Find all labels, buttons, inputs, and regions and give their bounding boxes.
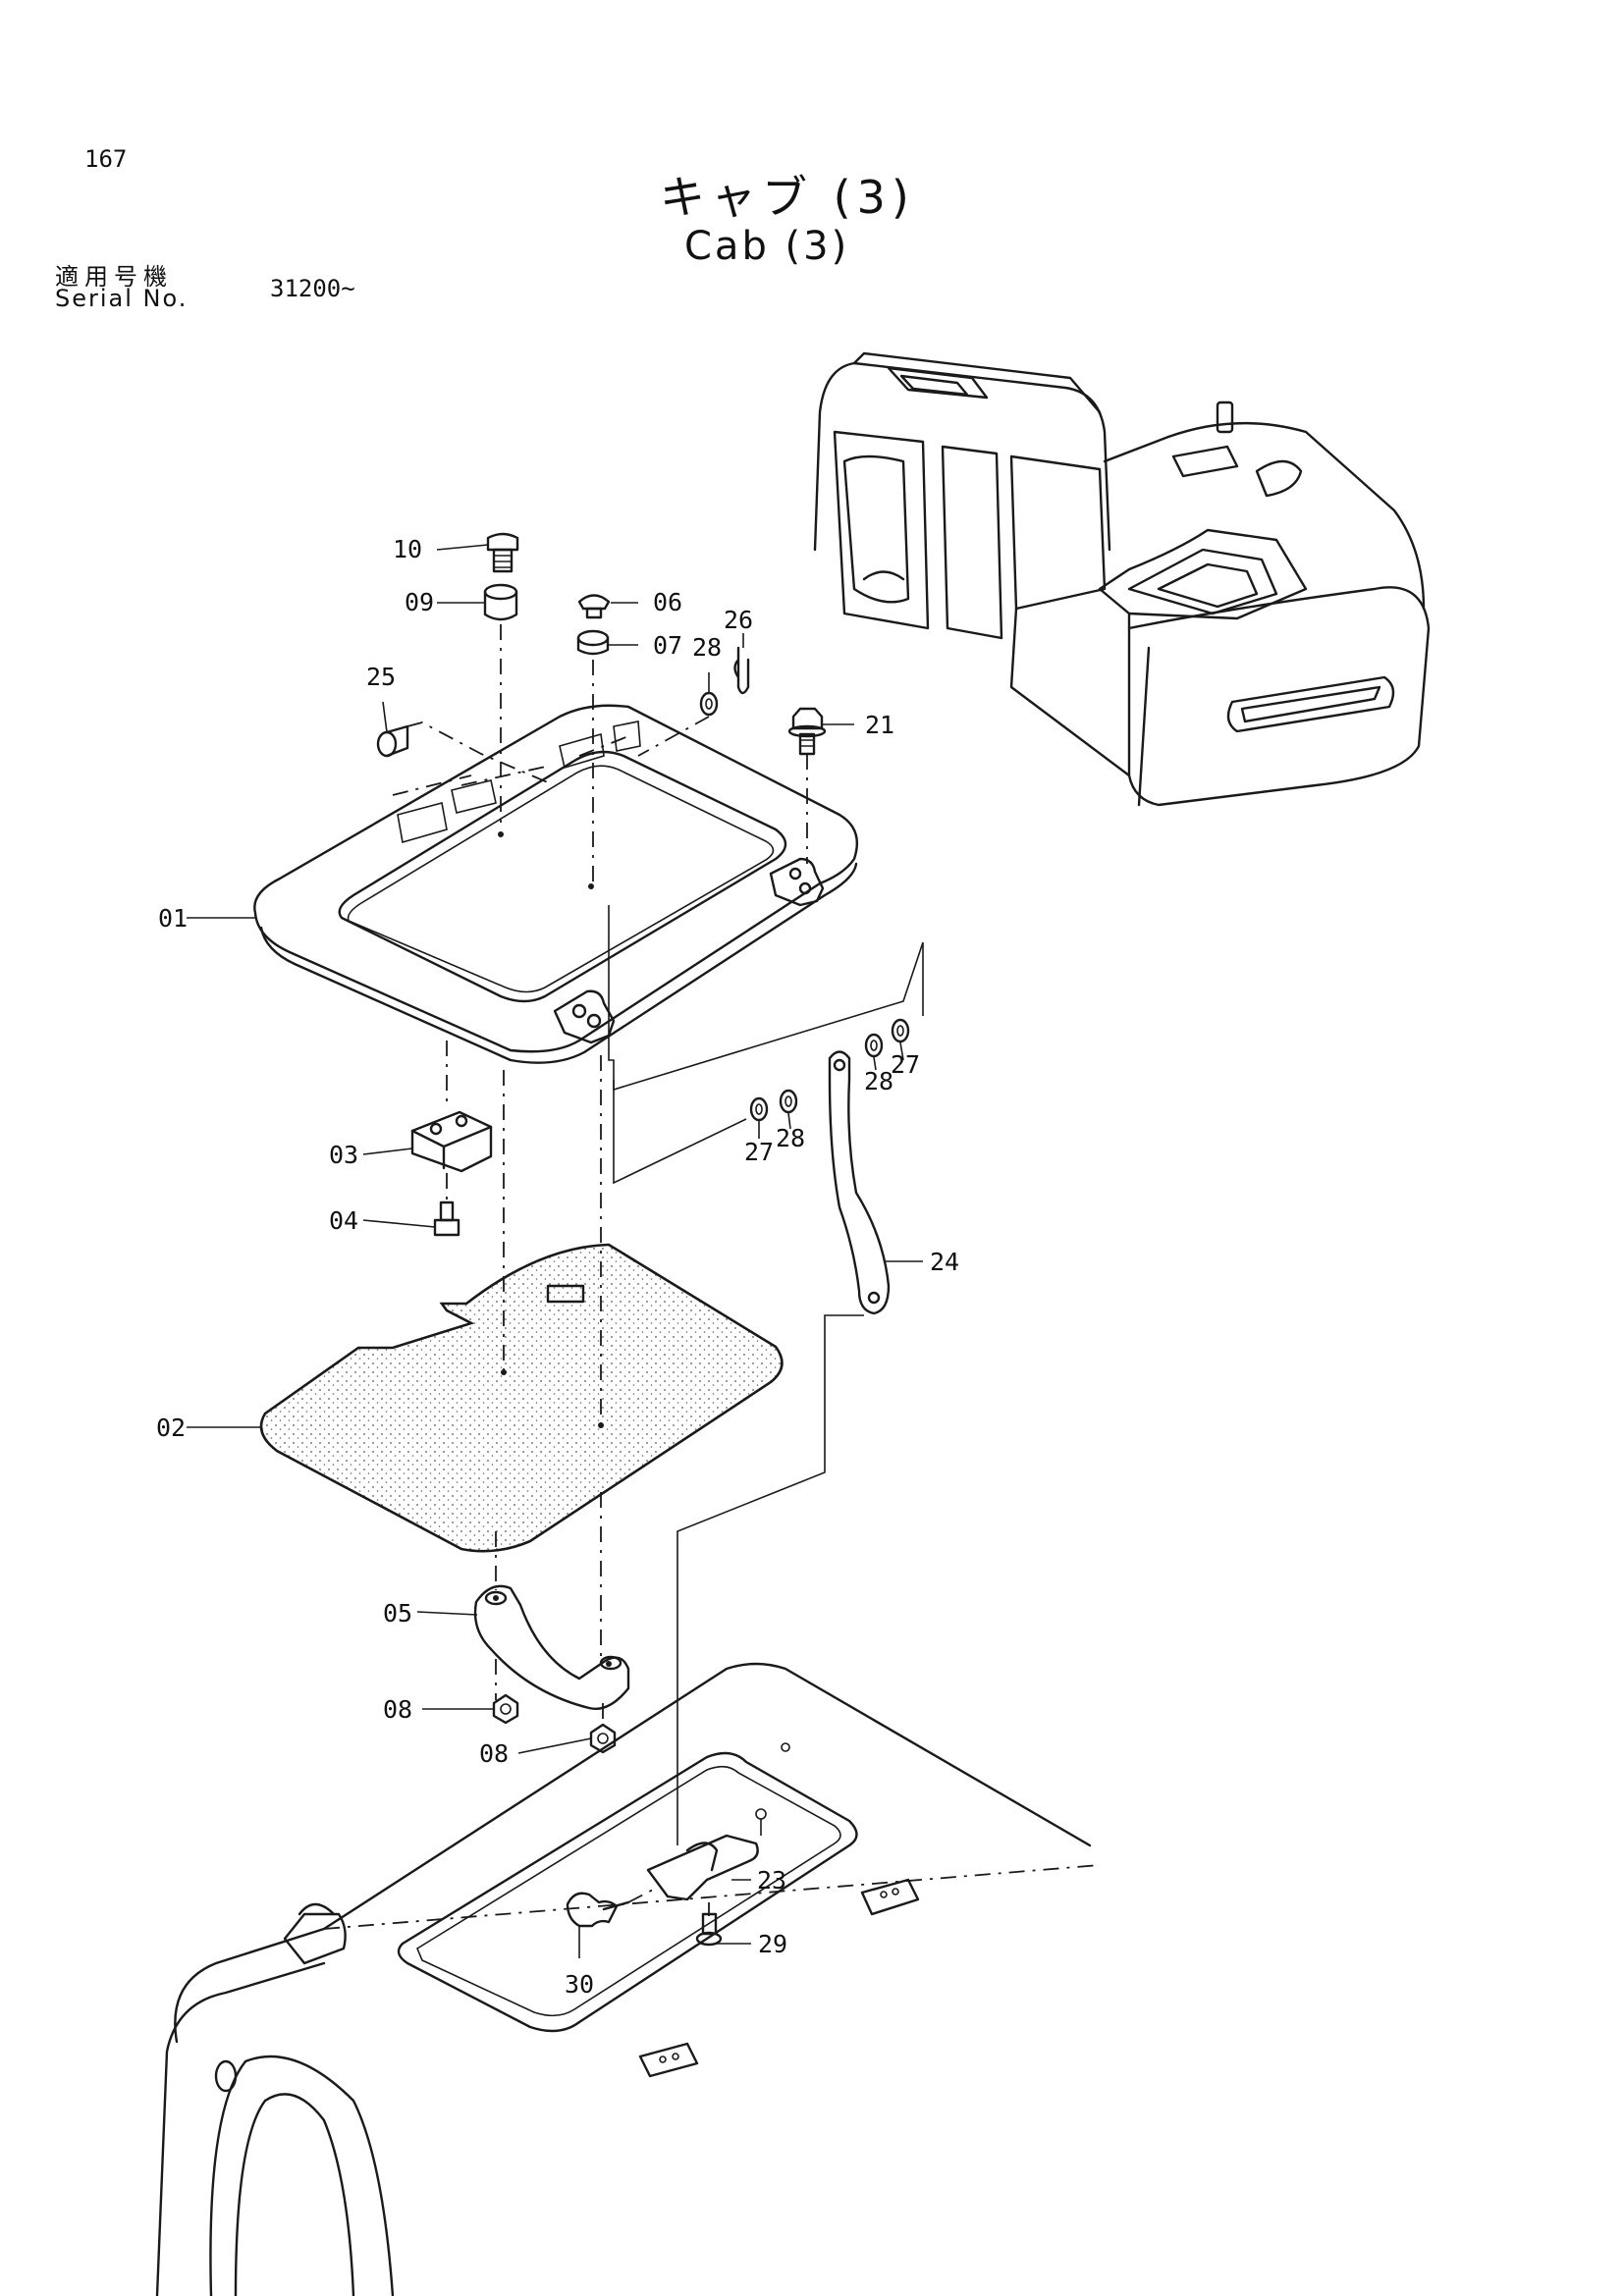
callout-03: 03 [329,1141,358,1169]
part-25-pin [376,724,409,758]
part-27-washer-right [891,1018,910,1043]
serial-number-value: 31200~ [270,275,355,302]
callout-28-right: 28 [864,1067,893,1095]
part-01-roof-hatch-cover [253,704,859,1064]
page-number: 167 [84,145,128,173]
callout-24: 24 [930,1248,959,1276]
part-21-bolt [787,707,827,756]
page-title-japanese: キャブ (3) [660,171,915,224]
callout-09: 09 [405,588,434,616]
callout-27-right: 27 [891,1050,920,1079]
page-title-english: Cab (3) [684,224,850,269]
callout-26: 26 [724,606,753,634]
part-07-grommet [576,629,610,656]
part-28-washer-left [779,1089,798,1114]
callout-23: 23 [757,1866,786,1895]
part-28-washer-right [864,1033,884,1058]
callout-27-left: 27 [744,1138,774,1166]
serial-label-english: Serial No. [55,285,189,312]
part-24-support-link [828,1050,891,1315]
callout-21: 21 [865,711,894,739]
callout-06: 06 [653,588,682,616]
callout-25: 25 [366,663,396,691]
part-08-nut-right [589,1723,617,1754]
serial-label-japanese: 適用号機 [55,263,173,291]
part-08-nut-left [492,1693,519,1725]
part-09-collar [483,583,518,621]
callout-07: 07 [653,631,682,660]
machine-overview-illustration [813,351,1431,807]
callout-05: 05 [383,1599,412,1628]
part-23-latch [646,1808,767,1901]
callout-10: 10 [393,535,422,563]
callout-labels: 10 09 06 07 28 26 25 21 01 28 27 27 28 0… [156,535,959,1999]
part-03-bracket [410,1110,493,1173]
cab-roof-frame [155,1662,1101,2296]
callout-04: 04 [329,1206,358,1235]
part-28-washer-top [699,691,719,717]
part-10-screw [486,532,519,573]
callout-08-right: 08 [479,1739,509,1768]
part-27-washer-left [749,1096,769,1122]
assembly-guide-lines [406,624,924,1916]
callout-08-left: 08 [383,1695,412,1724]
part-04-bolt [433,1201,460,1237]
callout-28-left: 28 [776,1124,805,1152]
callout-28-top: 28 [692,633,722,662]
part-26-snap-pin [733,646,750,695]
callout-01: 01 [158,904,188,933]
callout-30: 30 [565,1970,594,1999]
part-02-interior-panel [259,1243,784,1553]
callout-29: 29 [758,1930,787,1958]
part-05-grab-handle [473,1584,630,1710]
callout-02: 02 [156,1414,186,1442]
part-30-knob [566,1892,630,1928]
callout-leader-lines [187,544,923,1958]
part-06-cap [577,594,611,619]
